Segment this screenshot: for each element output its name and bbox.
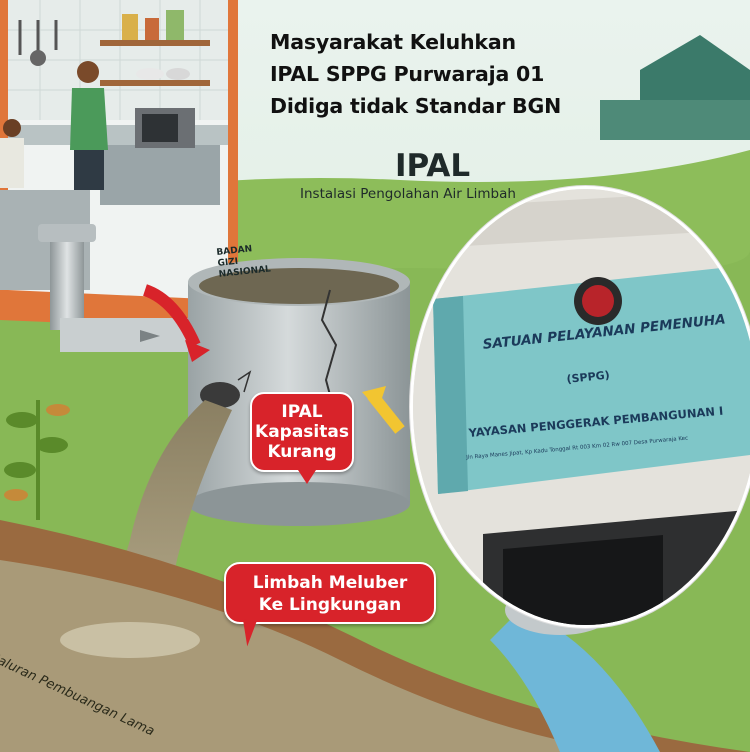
bubble-overflow: Limbah Meluber Ke Lingkungan [224,562,436,624]
tank-crack [320,289,338,396]
tank-sludge [199,268,399,304]
water-stream [490,610,660,752]
tank-crack-small [237,370,252,393]
bubble-capacity-tail [298,470,316,484]
photo-inset [410,186,750,628]
photo-inset-scene [413,189,750,625]
house [600,100,750,140]
microwave-door [142,114,178,142]
counter-cabinet [100,145,220,205]
bubble-capacity-line-1: IPAL [281,402,323,422]
plant-left [4,400,68,520]
cook-head [77,61,99,83]
headline: Masyarakat Keluhkan IPAL SPPG Purwaraja … [270,26,740,122]
jar [145,18,159,40]
headline-line-2: IPAL SPPG Purwaraja 01 [270,62,545,86]
ceiling-edge [413,189,750,249]
window-glass [503,535,663,625]
bubble-overflow-line-1: Limbah Meluber [252,573,408,593]
headline-line-3: Didiga tidak Standar BGN [270,94,562,118]
bgn-logo-text: BADAN GIZI NASIONAL [216,243,271,281]
bgn-logo-inner [582,285,614,317]
pipe-elbow [38,224,96,242]
cook-legs [74,150,104,190]
banner [433,264,750,494]
banner-border [433,296,468,494]
headline-line-1: Masyarakat Keluhkan [270,30,516,54]
old-channel-water [0,560,620,752]
tank-outlet-hole [200,382,240,408]
worker-head [3,119,21,137]
splash [60,622,200,658]
tile-grid [8,0,228,120]
flow-arrow [140,330,160,342]
bubble-capacity-line-3: Kurang [267,442,337,462]
jar [166,10,184,40]
worker-body [0,138,24,188]
shelf-bottom [100,80,210,86]
tank-base [188,482,410,526]
utensils [18,20,58,55]
plant-left-dry [4,404,70,501]
red-arrow [142,284,201,348]
shelf-top [100,40,210,46]
cook-body [70,88,108,150]
house-roof [640,35,750,120]
bubble-capacity: IPAL Kapasitas Kurang [250,392,354,472]
red-arrowhead [185,340,210,362]
bowl [166,68,190,80]
ipal-title: IPAL [395,148,471,184]
bubble-capacity-line-2: Kapasitas [255,422,349,442]
pan [30,50,46,66]
bubble-overflow-line-2: Ke Lingkungan [258,595,402,615]
pipe-vertical [50,235,84,330]
bowl [136,68,164,80]
jar [122,14,138,40]
yellow-arrowhead [362,386,386,410]
